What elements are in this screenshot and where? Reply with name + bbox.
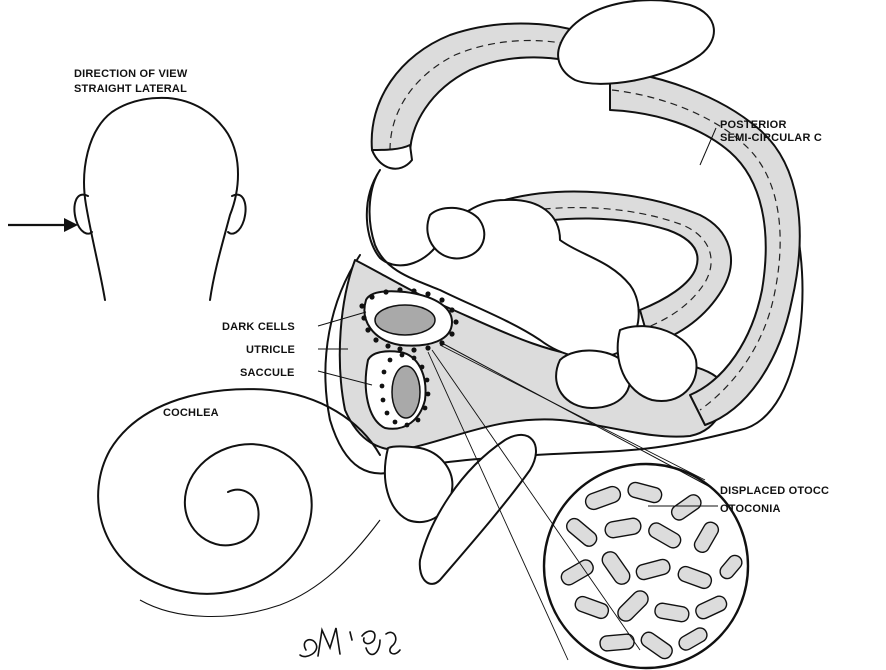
arrow-right-icon <box>8 218 78 232</box>
artist-signature <box>300 628 400 657</box>
direction-of-view-label: DIRECTION OF VIEW <box>74 68 188 80</box>
dark-cells-label: DARK CELLS <box>222 321 295 333</box>
anterior-ampulla <box>427 208 484 259</box>
endolymphatic-sac <box>558 0 714 84</box>
utricle-macula <box>375 305 435 335</box>
head-outline <box>75 98 246 300</box>
straight-lateral-label: STRAIGHT LATERAL <box>74 83 187 95</box>
displaced-otoconia-label: DISPLACED OTOCC <box>720 485 829 497</box>
otoconia-label: OTOCONIA <box>720 503 781 515</box>
utricle-label: UTRICLE <box>246 344 295 356</box>
saccule-label: SACCULE <box>240 367 295 379</box>
otoconia-magnified <box>544 464 748 668</box>
semicircular-canal-label: SEMI-CIRCULAR C <box>720 132 822 144</box>
saccule-macula <box>392 366 420 418</box>
cochlea-label: COCHLEA <box>163 407 219 419</box>
cochlea-spiral <box>98 389 380 616</box>
posterior-label: POSTERIOR <box>720 119 787 131</box>
